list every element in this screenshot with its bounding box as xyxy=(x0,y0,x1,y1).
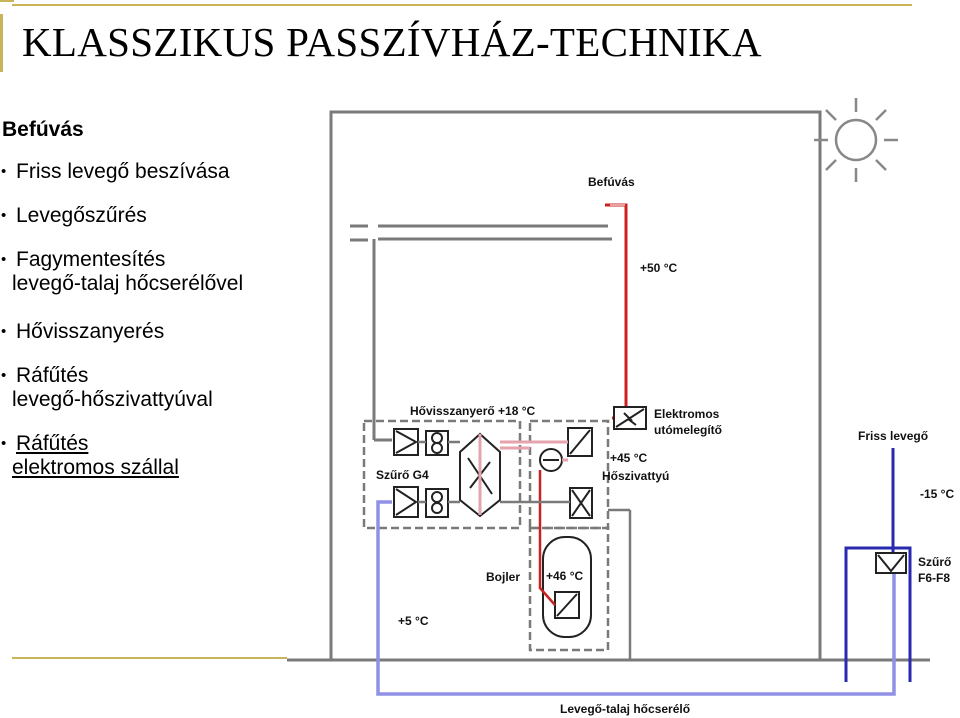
left-accent-bar xyxy=(0,14,3,72)
ventilation-unit-box xyxy=(362,419,610,652)
label-friss-levego: Friss levegő xyxy=(858,429,928,443)
label-utomelegito: utómelegítő xyxy=(654,423,722,437)
filter-icon xyxy=(393,428,419,518)
earth-exchanger-line xyxy=(376,500,896,696)
label-hovisszanyero: Hővisszanyerő +18 °C xyxy=(410,404,536,418)
label-temp-50: +50 °C xyxy=(640,261,677,275)
fresh-air-line xyxy=(844,448,912,682)
bullet-item: Friss levegő beszívása xyxy=(0,160,230,184)
label-f6-f8: F6-F8 xyxy=(918,571,950,585)
label-bojler: Bojler xyxy=(486,570,520,584)
label-talaj-hocserelo: Levegő-talaj hőcserélő xyxy=(560,702,690,716)
house-outline xyxy=(287,110,930,662)
bullet-text: Hővisszanyerés xyxy=(16,320,165,343)
label-szuro-g4: Szűrő G4 xyxy=(376,468,429,482)
supply-air-line xyxy=(605,203,628,420)
filter-icon xyxy=(875,552,907,574)
heat-pump-icon xyxy=(539,427,593,519)
boiler-loop xyxy=(538,470,556,606)
label-hoszivattyu: Hőszivattyú xyxy=(602,469,669,483)
bullet-link-text-line2[interactable]: elektromos szállal xyxy=(12,456,179,479)
sun-icon xyxy=(814,98,898,182)
top-accent-line xyxy=(12,4,912,6)
warm-air-lines xyxy=(478,434,568,515)
bullet-text-line2: levegő-talaj hőcserélővel xyxy=(12,272,244,295)
bullet-item-link[interactable]: Ráfűtés elektromos szállal xyxy=(0,432,179,480)
bullet-link-text[interactable]: Ráfűtés xyxy=(16,432,89,455)
section-heading: Befúvás xyxy=(2,118,84,141)
boiler-icon xyxy=(542,536,592,638)
label-temp-m15: -15 °C xyxy=(920,487,954,501)
top-duct-lines xyxy=(350,224,612,442)
label-befuvas: Befúvás xyxy=(588,175,635,189)
bullet-item: Hővisszanyerés xyxy=(0,320,164,344)
label-temp-5: +5 °C xyxy=(398,614,429,628)
bottom-accent-line xyxy=(12,657,287,659)
bullet-text-line2: levegő-hőszivattyúval xyxy=(12,388,213,411)
bullet-item: Fagymentesítés levegő-talaj hőcserélővel xyxy=(0,248,243,296)
label-temp-45: +45 °C xyxy=(610,451,647,465)
bullet-text: Friss levegő beszívása xyxy=(16,160,230,183)
bullet-item: Ráfűtés levegő-hőszivattyúval xyxy=(0,364,213,412)
label-elektromos: Elektromos xyxy=(654,407,720,421)
heater-icon xyxy=(613,406,647,430)
bullet-text: Levegőszűrés xyxy=(16,204,147,227)
top-accent-stub xyxy=(0,0,14,2)
bullet-text: Ráfűtés xyxy=(16,364,89,387)
slide-title: KLASSZIKUS PASSZÍVHÁZ-TECHNIKA xyxy=(22,19,762,65)
bullet-item: Levegőszűrés xyxy=(0,204,147,228)
label-temp-46: +46 °C xyxy=(546,569,583,583)
label-szuro: Szűrő xyxy=(918,555,951,569)
bullet-text: Fagymentesítés xyxy=(16,248,166,271)
fan-icon xyxy=(425,430,449,518)
